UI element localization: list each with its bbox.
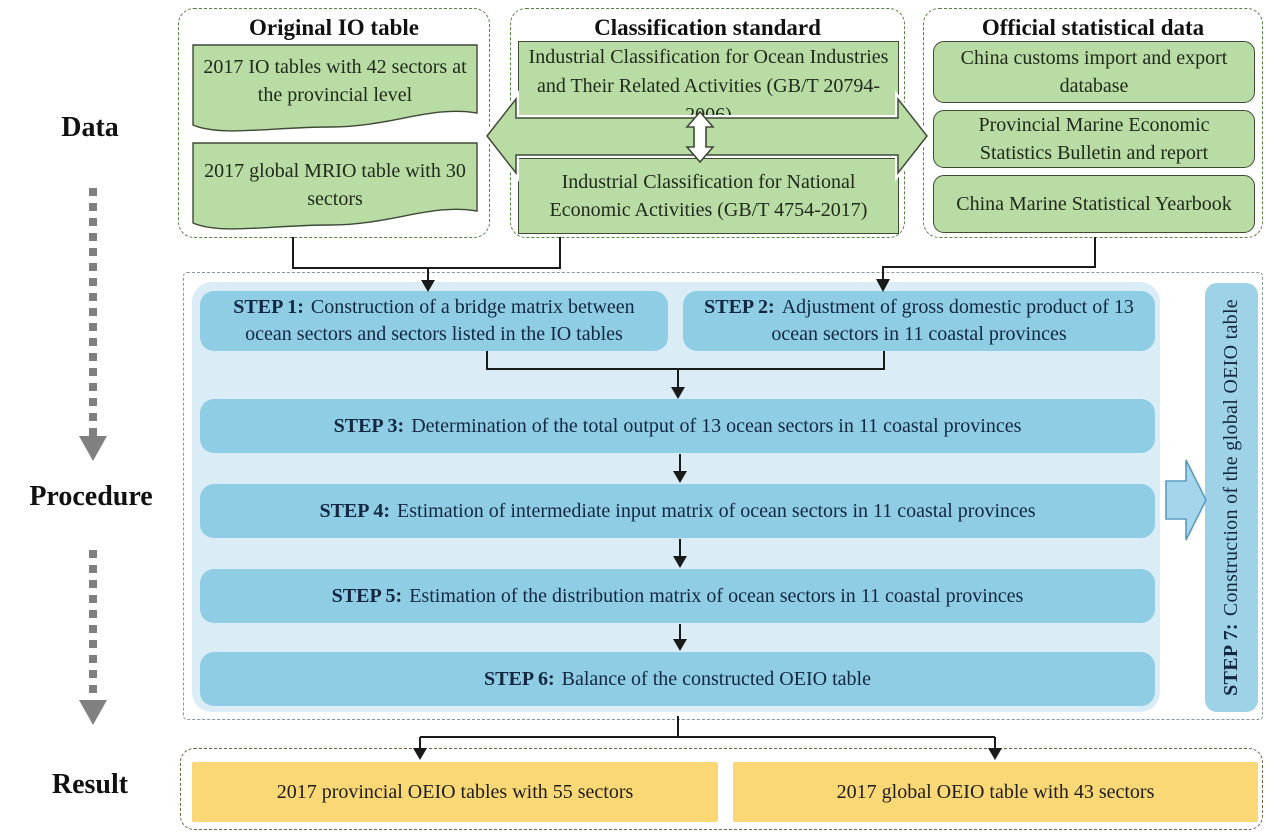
step-5-text: Estimation of the distribution matrix of…: [409, 584, 1024, 607]
section-label-procedure: Procedure: [29, 481, 153, 512]
step-3-label: STEP 3:: [333, 414, 405, 437]
procedure-container: [183, 272, 1263, 720]
official-item-bulletin: Provincial Marine Economic Statistics Bu…: [933, 110, 1255, 168]
step-2-box: STEP 2:Adjustment of gross domestic prod…: [683, 291, 1155, 351]
official-data-title: Official statistical data: [981, 15, 1205, 40]
section-label-data: Data: [61, 112, 119, 143]
official-data-container: Official statistical data China customs …: [923, 8, 1263, 238]
original-io-title: Original IO table: [249, 15, 419, 40]
step-6-box: STEP 6: Balance of the constructed OEIO t…: [200, 652, 1155, 706]
step-7-vertical-text: STEP 7: Construction of the global OEIO t…: [1220, 299, 1243, 696]
step-7-text: Construction of the global OEIO table: [1220, 299, 1242, 617]
step-7-box: STEP 7: Construction of the global OEIO t…: [1205, 283, 1258, 712]
step-1-text: Construction of a bridge matrix between …: [245, 296, 635, 345]
step-6-label: STEP 6:: [484, 667, 555, 690]
section-label-result: Result: [51, 769, 129, 800]
classification-item-1: Industrial Classification for Ocean Indu…: [518, 41, 899, 131]
document-shape-mrio-table: 2017 global MRIO table with 30 sectors: [191, 141, 479, 237]
step-4-box: STEP 4: Estimation of intermediate input …: [200, 484, 1155, 538]
step-5-box: STEP 5: Estimation of the distribution ma…: [200, 569, 1155, 623]
result-global-box: 2017 global OEIO table with 43 sectors: [733, 762, 1258, 822]
rail-arrow-data-to-procedure: [79, 188, 107, 461]
step-3-text: Determination of the total output of 13 …: [411, 414, 1022, 437]
step-1-label: STEP 1:: [233, 296, 304, 318]
step-5-label: STEP 5:: [331, 584, 403, 607]
step-3-box: STEP 3: Determination of the total output…: [200, 399, 1155, 453]
classification-title: Classification standard: [594, 15, 821, 40]
original-io-container: Original IO table 2017 IO tables with 42…: [178, 8, 490, 238]
original-io-item-1: 2017 IO tables with 42 sectors at the pr…: [203, 56, 467, 106]
step-6-text: Balance of the constructed OEIO table: [561, 667, 871, 690]
classification-container: Classification standard Industrial Class…: [510, 8, 905, 238]
step-4-text: Estimation of intermediate input matrix …: [397, 499, 1036, 522]
wavy-document-icon: [192, 142, 478, 230]
result-container: [180, 748, 1263, 830]
step-2-label: STEP 2:: [704, 296, 775, 318]
official-item-yearbook: China Marine Statistical Yearbook: [933, 175, 1255, 233]
original-io-item-2: 2017 global MRIO table with 30 sectors: [204, 160, 466, 210]
step-2-text: Adjustment of gross domestic product of …: [771, 296, 1134, 345]
rail-arrow-procedure-to-result: [79, 550, 107, 725]
document-shape-io-tables: 2017 IO tables with 42 sectors at the pr…: [191, 43, 479, 139]
wavy-document-icon: [192, 44, 478, 132]
official-item-customs: China customs import and export database: [933, 41, 1255, 103]
step-1-box: STEP 1:Construction of a bridge matrix b…: [200, 291, 668, 351]
step-4-label: STEP 4:: [319, 499, 391, 522]
step-7-label: STEP 7:: [1220, 623, 1242, 696]
classification-item-2: Industrial Classification for National E…: [518, 158, 899, 234]
result-provincial-box: 2017 provincial OEIO tables with 55 sect…: [192, 762, 718, 822]
